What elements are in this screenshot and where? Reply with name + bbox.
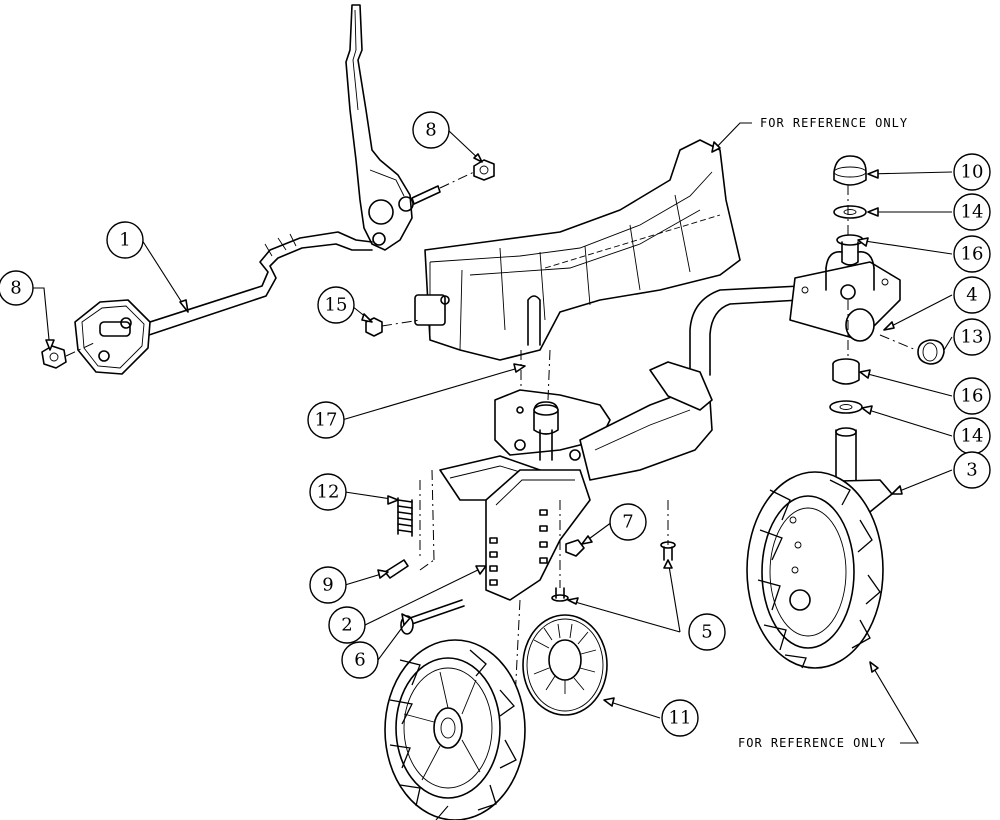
center-pivot-bracket	[439, 361, 713, 501]
callout-17: 17	[307, 401, 345, 439]
caster-wheel-assembly	[746, 427, 893, 669]
end-plug-13	[917, 339, 945, 365]
callout-8-top: 8	[412, 111, 450, 149]
callout-label: 3	[966, 460, 977, 481]
callout-label: 2	[341, 615, 352, 636]
callout-14-upper: 14	[953, 193, 991, 231]
callout-label: 11	[669, 708, 692, 729]
callout-9: 9	[309, 566, 347, 604]
bushing-16-lower	[832, 358, 860, 385]
axle-rod	[124, 231, 373, 343]
callout-label: 14	[961, 426, 984, 447]
callout-label: 5	[701, 622, 712, 643]
callout-1: 1	[106, 221, 144, 259]
callout-label: 16	[961, 386, 984, 407]
callout-10: 10	[953, 153, 991, 191]
flange-nut-left	[41, 341, 97, 369]
callout-label: 14	[961, 202, 984, 223]
callout-6: 6	[341, 641, 379, 679]
callout-16-upper: 16	[953, 235, 991, 273]
callout-4: 4	[953, 276, 991, 314]
washer-14-lower	[829, 400, 863, 414]
callout-label: 10	[961, 162, 984, 183]
callout-label: 15	[325, 295, 348, 316]
flange-nut-top	[439, 159, 495, 189]
cap-10	[833, 155, 867, 186]
callout-14-lower: 14	[953, 417, 991, 455]
callout-label: 6	[354, 650, 365, 671]
callout-label: 9	[322, 575, 333, 596]
retaining-clip-7	[565, 539, 585, 557]
reference-note-bottom: FOR REFERENCE ONLY	[738, 736, 886, 750]
pivot-bar-frame	[689, 261, 901, 376]
spring-12	[397, 497, 413, 537]
callout-13: 13	[953, 318, 991, 356]
bushing-16-upper	[825, 234, 875, 291]
callout-label: 17	[315, 410, 338, 431]
callout-8-left: 8	[0, 270, 34, 306]
callout-label: 8	[10, 278, 21, 299]
leader-lines	[30, 122, 953, 820]
axle-bolt-6	[400, 599, 465, 635]
axle-bracket-plate	[74, 299, 151, 375]
height-adjust-lever	[345, 4, 441, 251]
callout-11: 11	[661, 699, 699, 737]
deck-housing-reference	[414, 139, 741, 361]
callout-label: 1	[119, 230, 130, 251]
callout-15: 15	[317, 286, 355, 324]
callout-7: 7	[609, 503, 647, 541]
height-adjust-plate	[485, 469, 591, 601]
callout-16-lower: 16	[953, 377, 991, 415]
hub-cap-11	[522, 614, 608, 716]
washer-14-upper	[833, 205, 867, 219]
callout-label: 16	[961, 244, 984, 265]
reference-note-top: FOR REFERENCE ONLY	[760, 116, 908, 130]
callout-2: 2	[328, 606, 366, 644]
callout-3: 3	[953, 451, 991, 489]
callout-label: 8	[425, 120, 436, 141]
callout-label: 4	[966, 285, 977, 306]
callout-label: 7	[622, 512, 633, 533]
bolt-15	[365, 317, 421, 337]
callout-5: 5	[688, 613, 726, 651]
callout-label: 12	[317, 482, 340, 503]
callout-label: 13	[961, 327, 984, 348]
callout-12: 12	[309, 473, 347, 511]
shoulder-bolt-5b	[551, 587, 569, 602]
hair-pin-clip-9	[384, 559, 409, 579]
front-wheel	[384, 639, 526, 820]
